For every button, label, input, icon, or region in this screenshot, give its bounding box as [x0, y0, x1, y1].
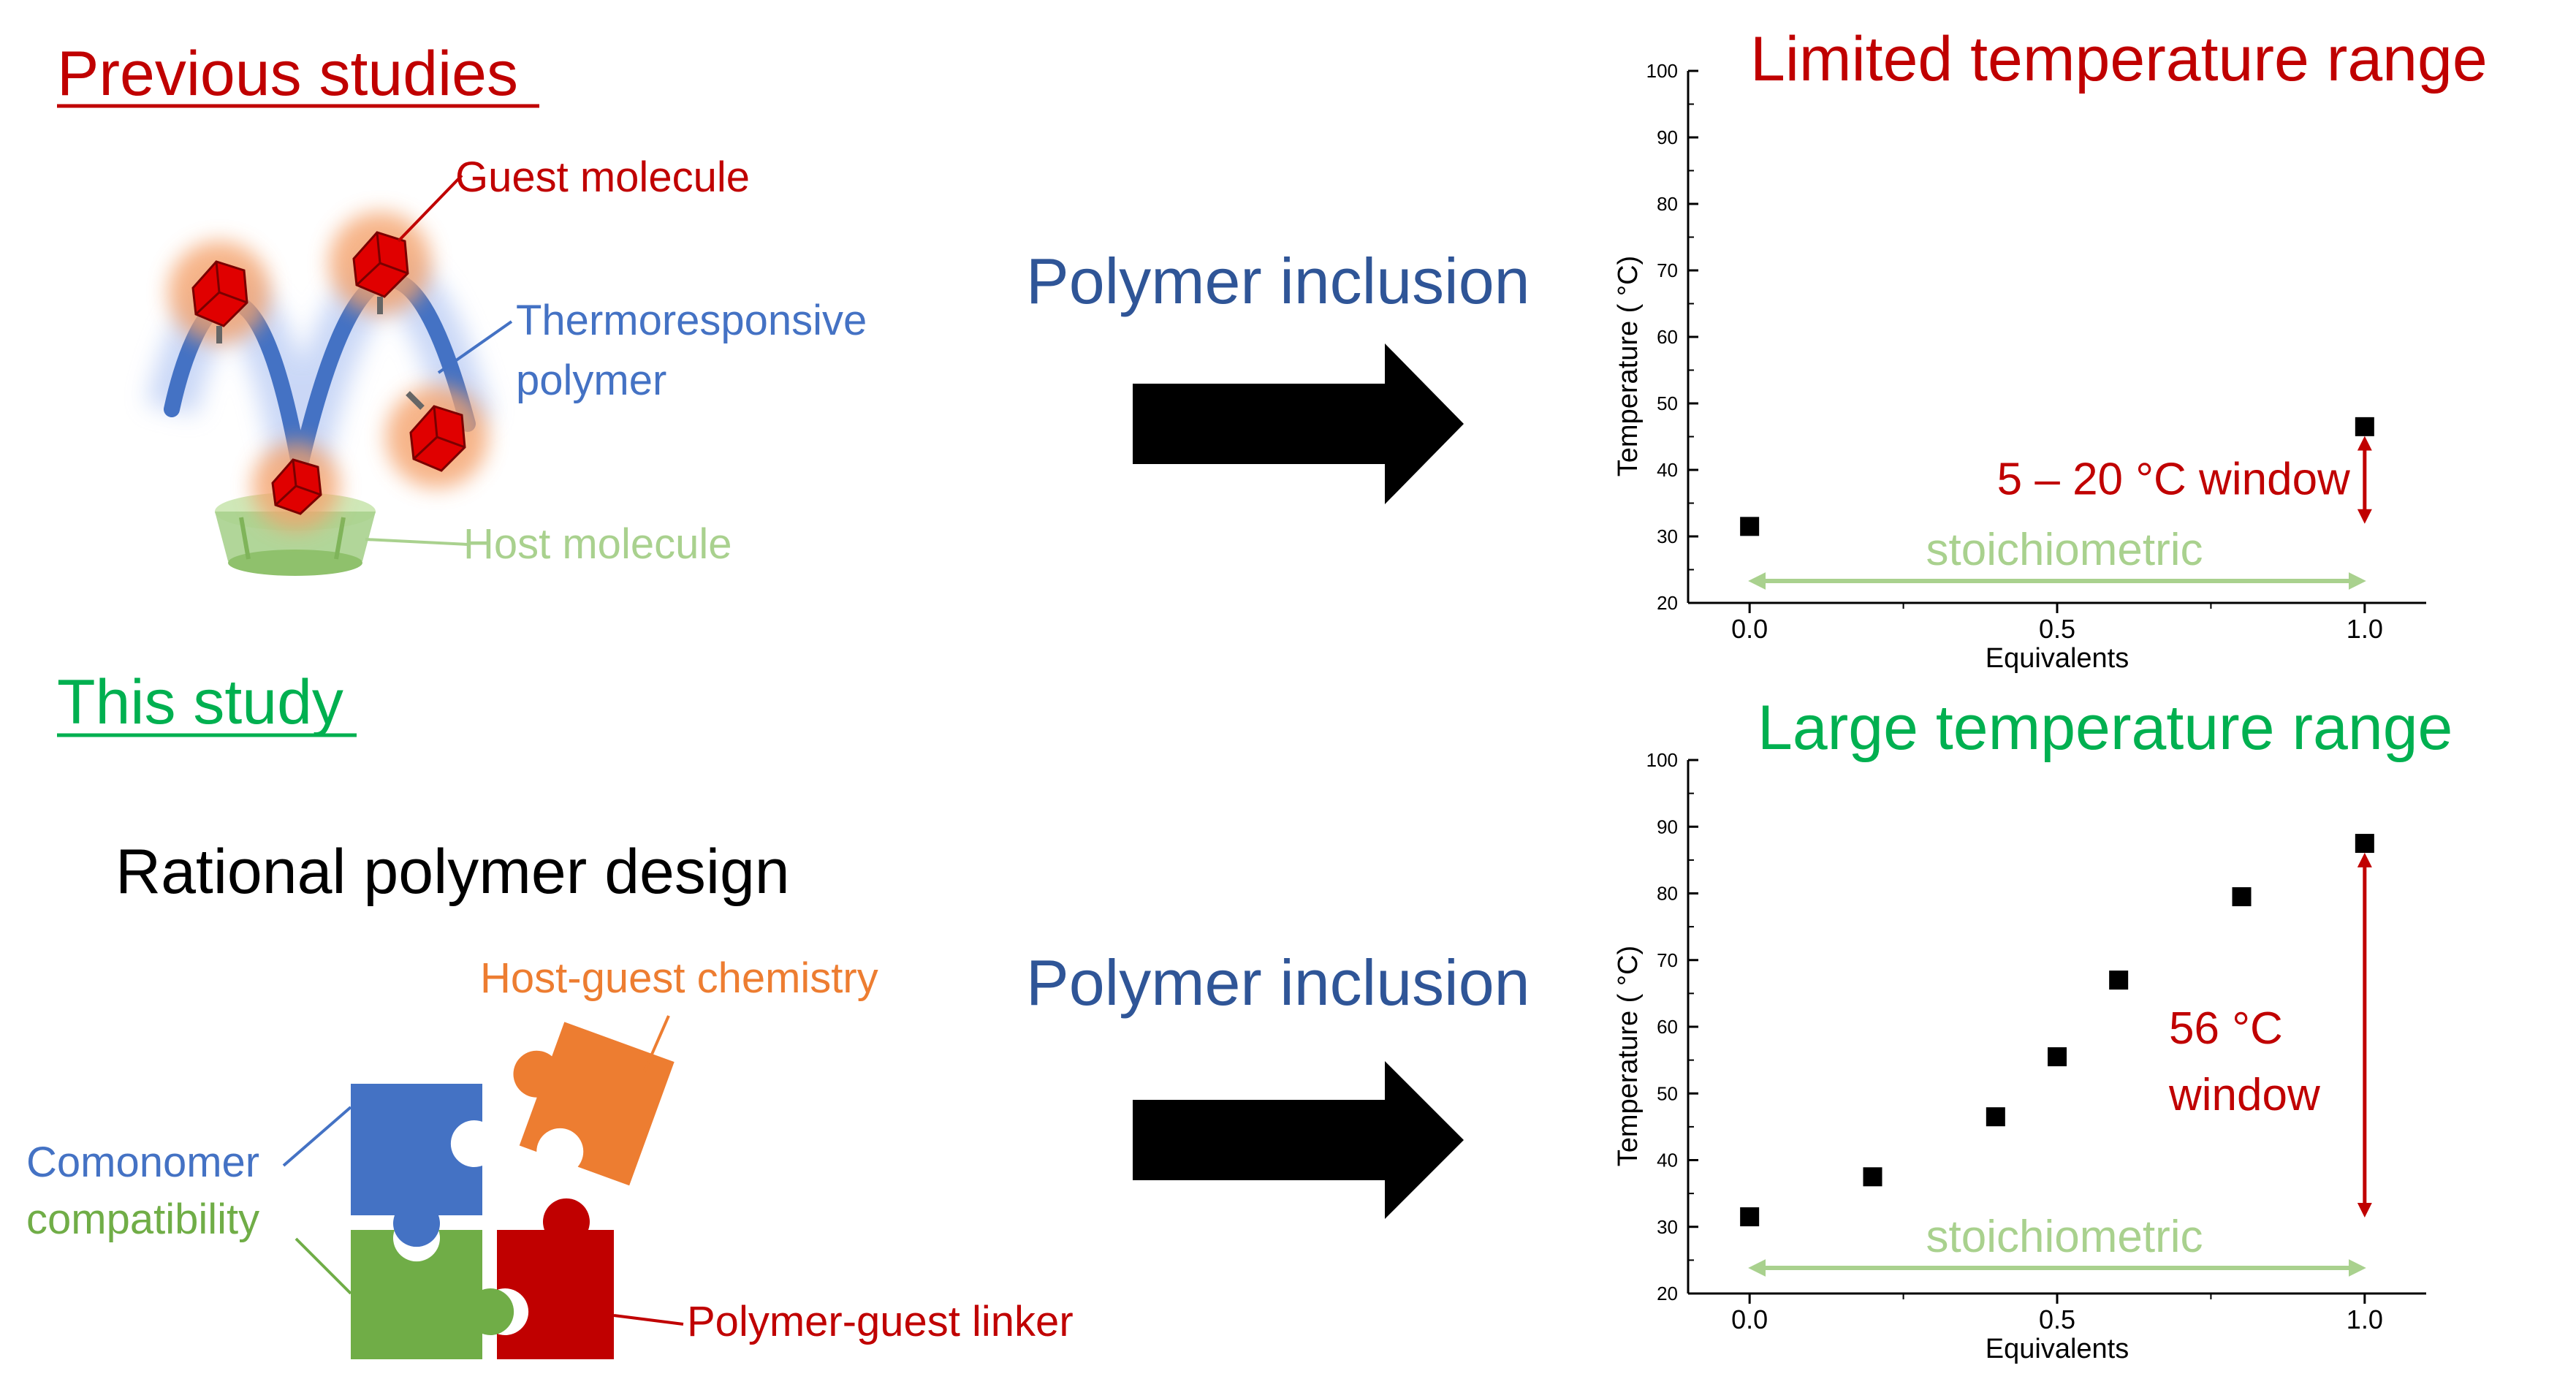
linker-leader-line — [613, 1314, 684, 1326]
y-axis-label: Temperature ( °C) — [1613, 946, 1644, 1166]
temperature-window-label: window — [2168, 1070, 2320, 1120]
x-tick-label: 0.5 — [2039, 614, 2075, 644]
stoichiometric-label: stoichiometric — [1926, 525, 2203, 575]
temperature-window-label: 5 – 20 °C window — [1997, 455, 2350, 505]
chart-title: Large temperature range — [1758, 693, 2452, 763]
host-guest-leader-line — [642, 1015, 670, 1075]
guest-molecule-label: Guest molecule — [455, 153, 750, 201]
y-tick-label: 40 — [1657, 459, 1678, 481]
polymer-inclusion-arrow-top — [1133, 343, 1464, 504]
data-point — [2109, 970, 2129, 990]
data-point — [2355, 834, 2374, 854]
data-point — [1740, 1207, 1760, 1227]
polymer-inclusion-label-bottom: Polymer inclusion — [1026, 946, 1530, 1019]
host-guest-chemistry-label: Host-guest chemistry — [480, 954, 878, 1002]
previous-studies-heading: Previous studies — [57, 39, 518, 109]
y-tick-label: 30 — [1657, 1216, 1678, 1238]
chart-large-range: Large temperature range 20 30 40 50 60 70 80 90 1… — [1613, 693, 2452, 1364]
polymer-guest-linker-label: Polymer-guest linker — [687, 1298, 1074, 1345]
y-tick-label: 80 — [1657, 193, 1678, 215]
x-tick-label: 1.0 — [2347, 614, 2383, 644]
polymer-leader-line — [437, 320, 513, 374]
data-point — [1986, 1107, 2005, 1127]
chart-limited-range: Limited temperature range 20 30 40 50 60 70 80 9… — [1613, 24, 2488, 674]
comonomer-leader-line — [282, 1106, 352, 1167]
puzzle-piece-green — [351, 1230, 514, 1359]
x-tick-label: 0.0 — [1731, 614, 1768, 644]
guest-molecules — [168, 212, 488, 530]
y-tick-label: 30 — [1657, 525, 1678, 547]
comonomer-label: Comonomer — [26, 1139, 259, 1186]
y-tick-label: 80 — [1657, 883, 1678, 905]
data-point — [2232, 887, 2252, 907]
y-tick-label: 20 — [1657, 592, 1678, 614]
host-molecule-label: Host molecule — [463, 520, 732, 568]
puzzle-piece-red — [497, 1198, 614, 1359]
thermoresponsive-polymer-label-2: polymer — [516, 357, 666, 404]
x-tick-label: 1.0 — [2347, 1304, 2383, 1334]
this-study-heading: This study — [57, 667, 343, 737]
polymer-inclusion-label-top: Polymer inclusion — [1026, 245, 1530, 317]
y-axis-label: Temperature ( °C) — [1613, 256, 1644, 476]
y-tick-label: 100 — [1646, 749, 1678, 771]
thermoresponsive-polymer-label-1: Thermoresponsive — [516, 297, 867, 344]
x-axis-label: Equivalents — [1986, 643, 2129, 674]
host-leader-line — [365, 538, 468, 546]
guest-leader-line — [397, 174, 463, 243]
y-tick-label: 90 — [1657, 126, 1678, 148]
data-point — [2048, 1047, 2067, 1067]
stoichiometric-label: stoichiometric — [1926, 1212, 2203, 1262]
polymer-inclusion-arrow-bottom — [1133, 1061, 1464, 1219]
data-point — [2355, 417, 2374, 436]
y-tick-label: 100 — [1646, 60, 1678, 82]
polymer-illustration — [146, 174, 513, 576]
y-tick-label: 50 — [1657, 1082, 1678, 1104]
chart-title: Limited temperature range — [1750, 24, 2488, 94]
puzzle-illustration — [282, 1015, 684, 1359]
y-tick-label: 40 — [1657, 1150, 1678, 1171]
this-study-section: This study Rational polymer design Host-… — [26, 667, 1530, 1359]
y-tick-label: 70 — [1657, 259, 1678, 281]
x-axis-label: Equivalents — [1986, 1334, 2129, 1364]
puzzle-piece-blue — [351, 1084, 482, 1247]
y-tick-label: 90 — [1657, 816, 1678, 837]
temperature-window-label: 56 °C — [2169, 1003, 2283, 1054]
compatibility-label: compatibility — [26, 1196, 259, 1243]
data-point — [1740, 517, 1760, 536]
x-tick-label: 0.0 — [1731, 1304, 1768, 1334]
rational-design-title: Rational polymer design — [115, 837, 790, 907]
puzzle-piece-orange — [513, 1022, 675, 1186]
previous-studies-section: Previous studies — [57, 39, 1530, 576]
y-tick-label: 20 — [1657, 1283, 1678, 1304]
compatibility-leader-line — [295, 1237, 352, 1295]
y-tick-label: 70 — [1657, 949, 1678, 971]
y-tick-label: 60 — [1657, 1016, 1678, 1038]
x-tick-label: 0.5 — [2039, 1304, 2075, 1334]
data-point — [1863, 1167, 1882, 1187]
y-tick-label: 50 — [1657, 392, 1678, 414]
y-tick-label: 60 — [1657, 326, 1678, 348]
